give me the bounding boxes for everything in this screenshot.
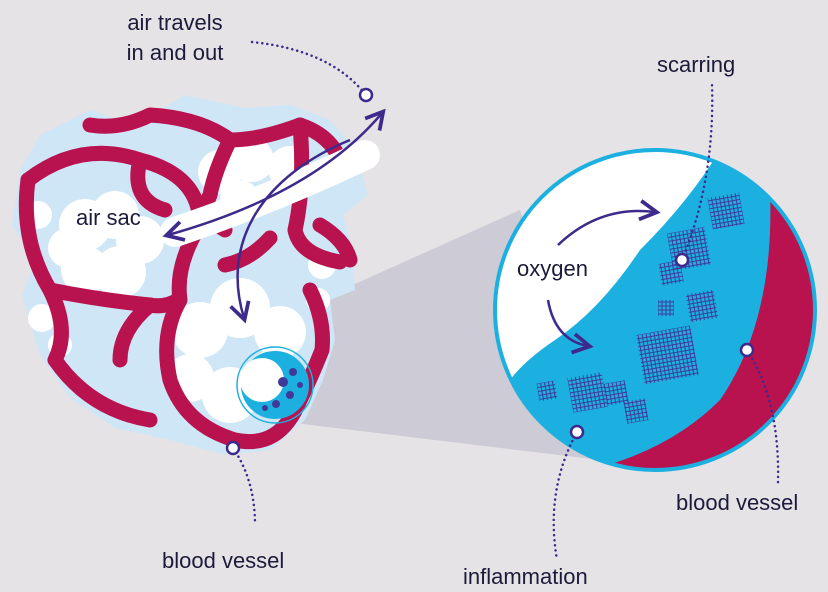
small-zoom-circle (237, 347, 313, 423)
label-air-travels: air travels in and out (95, 8, 255, 68)
label-blood-vessel-right: blood vessel (676, 488, 798, 518)
label-oxygen: oxygen (517, 254, 588, 284)
label-air-travels-line2: in and out (95, 38, 255, 68)
label-blood-vessel-left: blood vessel (162, 546, 284, 576)
label-scarring: scarring (657, 50, 735, 80)
label-air-sac: air sac (76, 203, 141, 233)
label-air-travels-line1: air travels (95, 8, 255, 38)
label-inflammation: inflammation (463, 562, 588, 592)
